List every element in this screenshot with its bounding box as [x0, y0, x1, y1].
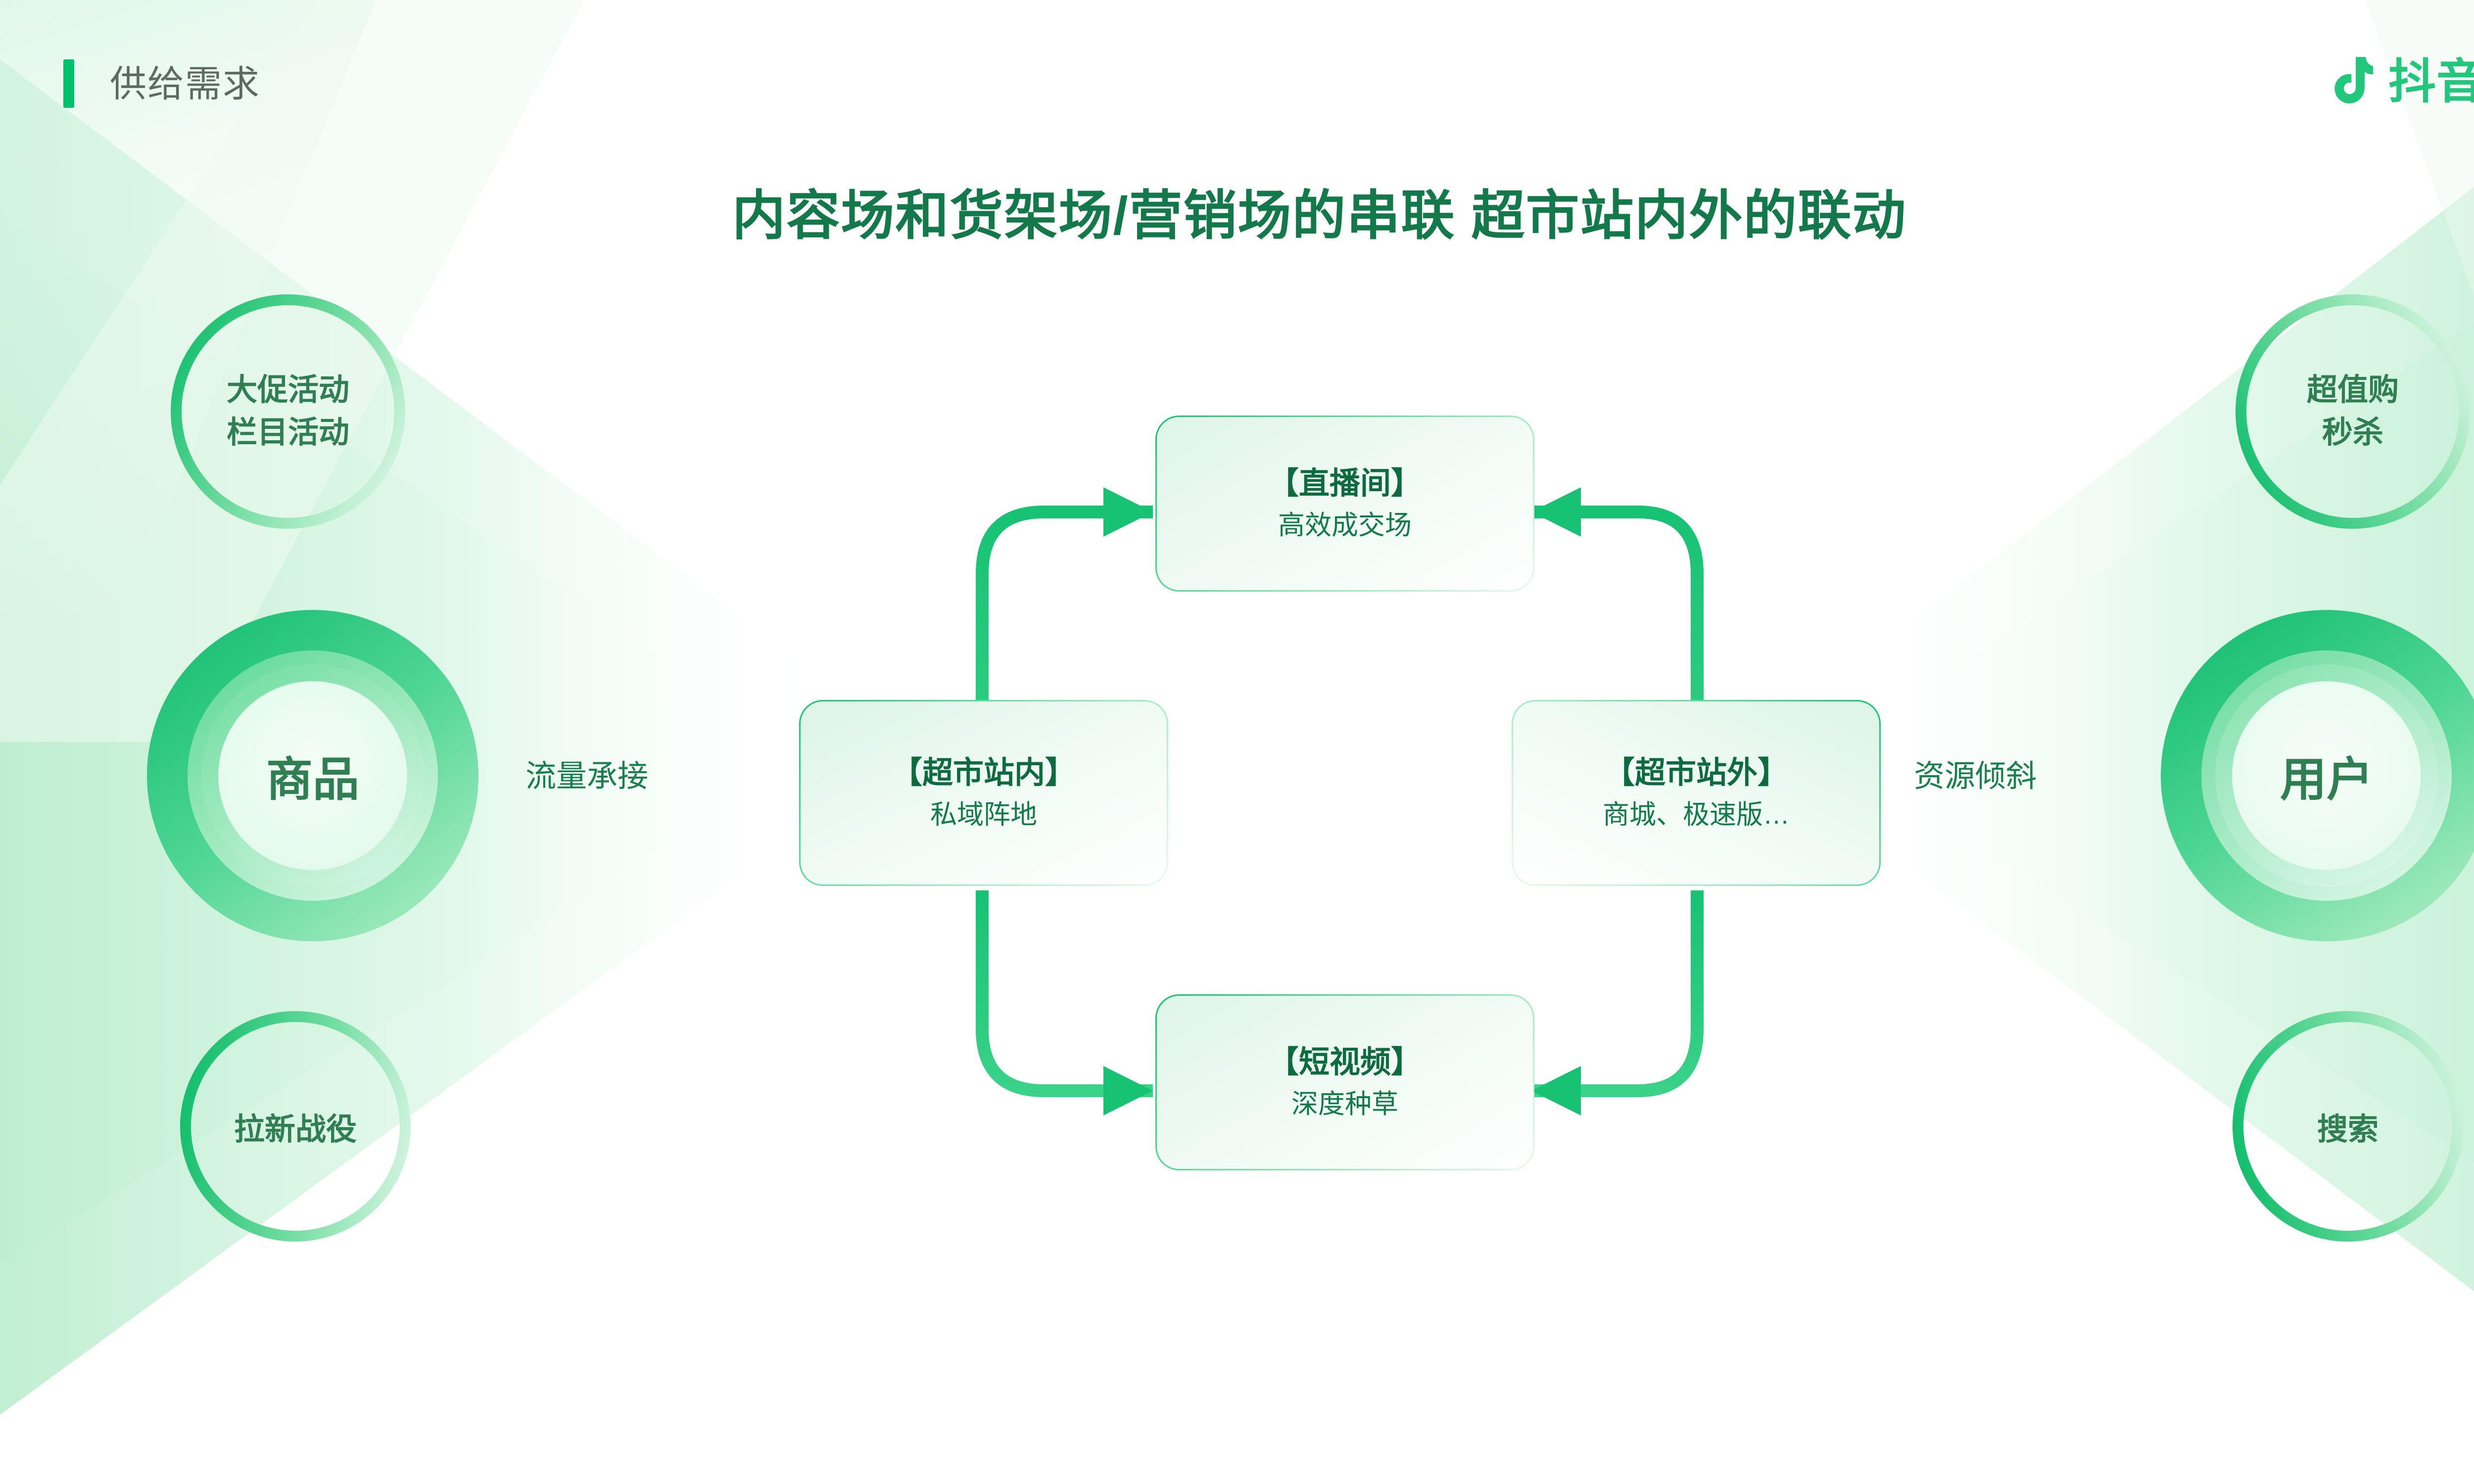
flow-box-right-title: 【超市站外】 — [1604, 756, 1788, 790]
flow-box-bottom[interactable]: 【短视频】 深度种草 — [1155, 994, 1534, 1170]
page-title: 内容场和货架场/营销场的串联 超市站内外的联动 — [732, 186, 1907, 245]
right-bottom-circle-label: 搜索 — [2317, 1113, 2379, 1147]
brand-name: 抖音超市 — [2388, 55, 2474, 108]
right-top-circle-line1: 超值购 — [2306, 373, 2399, 408]
left-top-circle-line2: 栏目活动 — [226, 416, 349, 450]
left-connector-label: 流量承接 — [525, 759, 649, 793]
flow-box-right[interactable]: 【超市站外】 商城、极速版… — [1512, 700, 1881, 886]
flow-box-left-subtitle: 私域阵地 — [930, 800, 1037, 830]
eyebrow-label: 供给需求 — [110, 63, 260, 104]
right-main-circle: 用户 — [2158, 607, 2474, 944]
flow-box-top-title: 【直播间】 — [1268, 466, 1422, 501]
right-top-circle-line2: 秒杀 — [2322, 416, 2383, 450]
flow-box-top[interactable]: 【直播间】 高效成交场 — [1155, 416, 1534, 592]
left-top-circle-line1: 大促活动 — [226, 373, 349, 408]
left-bottom-circle: 拉新战役 — [174, 1005, 417, 1248]
right-top-circle: 超值购 秒杀 — [2229, 288, 2474, 535]
flow-box-bottom-title: 【短视频】 — [1268, 1045, 1422, 1079]
brand-logo: 抖音超市 — [2325, 55, 2474, 109]
flow-box-bottom-subtitle: 深度种草 — [1291, 1089, 1398, 1119]
flow-box-top-subtitle: 高效成交场 — [1278, 510, 1412, 540]
flow-box-left-title: 【超市站内】 — [891, 756, 1076, 790]
left-bottom-circle-label: 拉新战役 — [234, 1113, 357, 1147]
left-top-circle: 大促活动 栏目活动 — [164, 288, 412, 535]
eyebrow-accent-bar — [63, 59, 74, 108]
left-main-circle-label: 商品 — [266, 753, 359, 805]
flow-box-right-subtitle: 商城、极速版… — [1603, 800, 1790, 830]
douyin-note-icon — [2325, 55, 2377, 109]
left-main-circle: 商品 — [144, 607, 481, 944]
right-bottom-circle: 搜索 — [2227, 1005, 2469, 1248]
right-main-circle-label: 用户 — [2280, 753, 2373, 805]
flow-box-left[interactable]: 【超市站内】 私域阵地 — [799, 700, 1168, 886]
right-connector-label: 资源倾斜 — [1914, 759, 2037, 793]
